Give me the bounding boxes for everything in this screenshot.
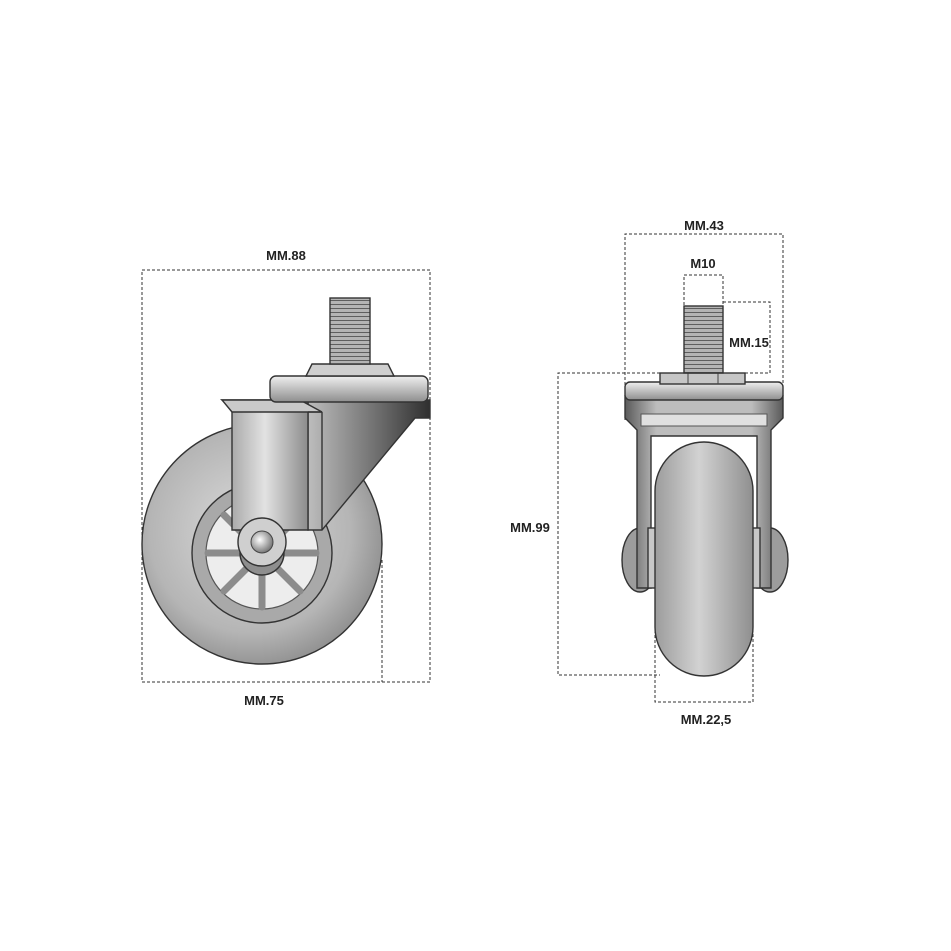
stem-length-dimension-box	[723, 301, 771, 374]
hex-nut	[304, 363, 396, 377]
front-wheel	[654, 441, 754, 677]
thread-size-label: M10	[690, 256, 715, 271]
yoke-crossbar	[640, 413, 768, 427]
wheel-diameter-label: MM.75	[244, 693, 284, 708]
thread-dimension-box	[683, 274, 724, 305]
wheel-width-label: MM.22,5	[681, 712, 732, 727]
side-view: MM.88 MM.75	[141, 248, 431, 708]
stem-length-label: MM.15	[729, 335, 769, 350]
front-width-label: MM.43	[684, 218, 724, 233]
axle-bolt	[250, 530, 274, 554]
overall-height-label: MM.99	[510, 520, 550, 535]
front-top-plate	[624, 381, 784, 401]
front-view: MM.43 M10 MM.15 MM.99 MM.22,5	[510, 218, 789, 727]
overall-width-label: MM.88	[266, 248, 306, 263]
top-plate	[269, 375, 429, 403]
front-hex-nut	[659, 372, 746, 385]
overall-height-dimension-box	[557, 372, 660, 676]
front-threaded-stem	[683, 305, 724, 374]
wheel-width-dimension-box	[654, 620, 754, 703]
threaded-stem	[329, 297, 371, 365]
fork-plate	[220, 399, 309, 531]
front-width-dimension-box	[624, 233, 784, 420]
